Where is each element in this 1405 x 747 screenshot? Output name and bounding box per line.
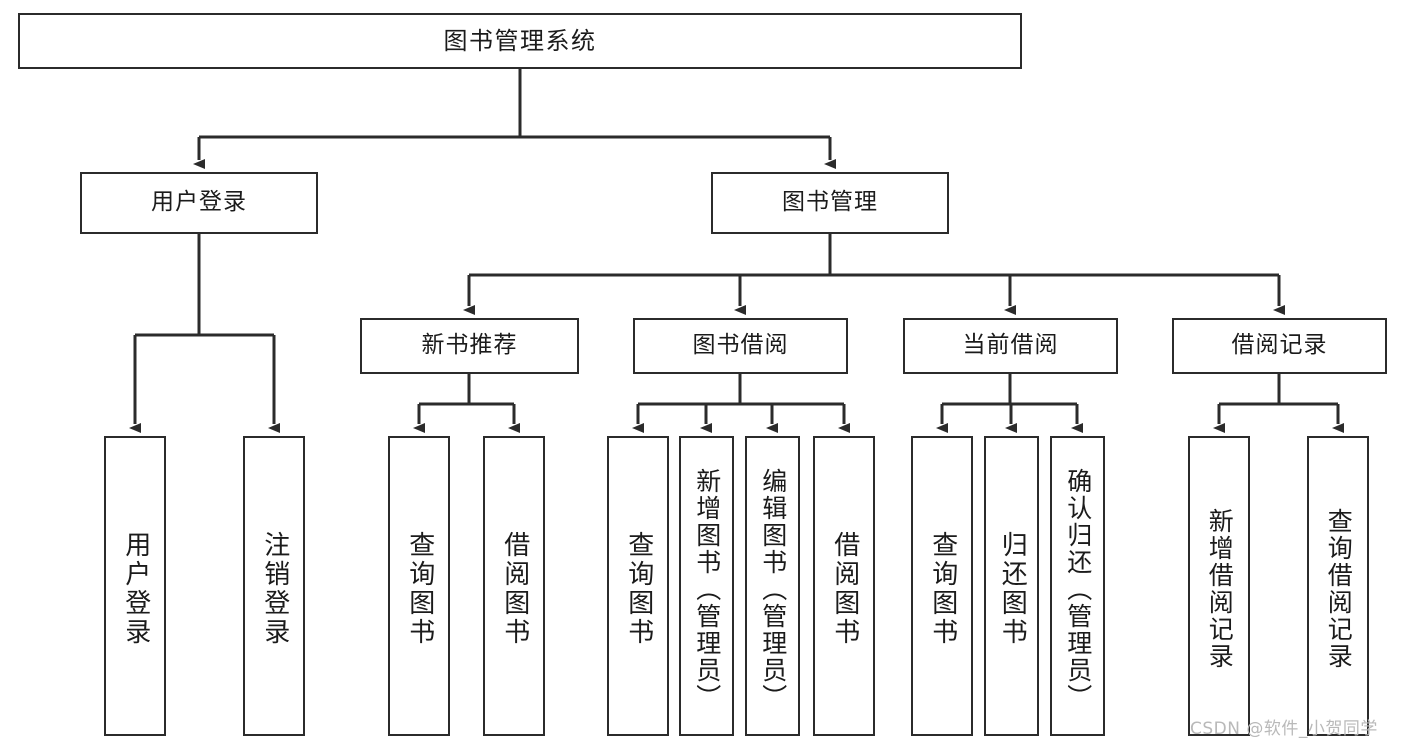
node-label: 查询借阅记录 [1324, 508, 1354, 670]
node-leaf-add-book[interactable]: 新增图书（管理员） [679, 436, 734, 736]
node-label: 当前借阅 [962, 332, 1059, 359]
node-new-book-recommend[interactable]: 新书推荐 [360, 318, 579, 374]
node-label: 用户登录 [151, 189, 247, 216]
node-leaf-return-book[interactable]: 归还图书 [984, 436, 1039, 736]
node-root-system[interactable]: 图书管理系统 [18, 13, 1022, 69]
node-leaf-borrow-book-2[interactable]: 借阅图书 [813, 436, 875, 736]
node-current-borrow[interactable]: 当前借阅 [903, 318, 1118, 374]
node-label: 借阅记录 [1231, 332, 1328, 359]
node-leaf-query-book-2[interactable]: 查询图书 [607, 436, 669, 736]
node-label: 查询图书 [404, 531, 435, 647]
node-label: 借阅图书 [499, 531, 530, 647]
node-label: 确认归还（管理员） [1063, 467, 1093, 711]
watermark-text: CSDN @软件_小贺同学 [1190, 719, 1378, 739]
node-label: 图书管理系统 [443, 26, 597, 55]
node-label: 查询图书 [927, 531, 958, 647]
node-label: 归还图书 [997, 531, 1028, 647]
node-leaf-query-book-3[interactable]: 查询图书 [911, 436, 973, 736]
node-book-borrow[interactable]: 图书借阅 [633, 318, 848, 374]
node-leaf-query-book-1[interactable]: 查询图书 [388, 436, 450, 736]
node-label: 新增图书（管理员） [692, 467, 722, 711]
node-label: 图书管理 [782, 189, 878, 216]
node-leaf-query-record[interactable]: 查询借阅记录 [1307, 436, 1369, 736]
node-book-management[interactable]: 图书管理 [711, 172, 949, 234]
node-leaf-user-login[interactable]: 用户登录 [104, 436, 166, 736]
node-leaf-borrow-book-1[interactable]: 借阅图书 [483, 436, 545, 736]
node-label: 新书推荐 [421, 332, 518, 359]
node-borrow-record[interactable]: 借阅记录 [1172, 318, 1387, 374]
node-label: 借阅图书 [829, 531, 860, 647]
node-label: 查询图书 [623, 531, 654, 647]
node-label: 图书借阅 [692, 332, 789, 359]
node-label: 编辑图书（管理员） [758, 467, 788, 711]
node-leaf-edit-book[interactable]: 编辑图书（管理员） [745, 436, 800, 736]
node-user-login[interactable]: 用户登录 [80, 172, 318, 234]
node-label: 新增借阅记录 [1205, 508, 1235, 670]
node-label: 用户登录 [120, 531, 151, 647]
node-leaf-confirm-return[interactable]: 确认归还（管理员） [1050, 436, 1105, 736]
node-leaf-logout[interactable]: 注销登录 [243, 436, 305, 736]
node-label: 注销登录 [259, 531, 290, 647]
node-leaf-add-record[interactable]: 新增借阅记录 [1188, 436, 1250, 736]
